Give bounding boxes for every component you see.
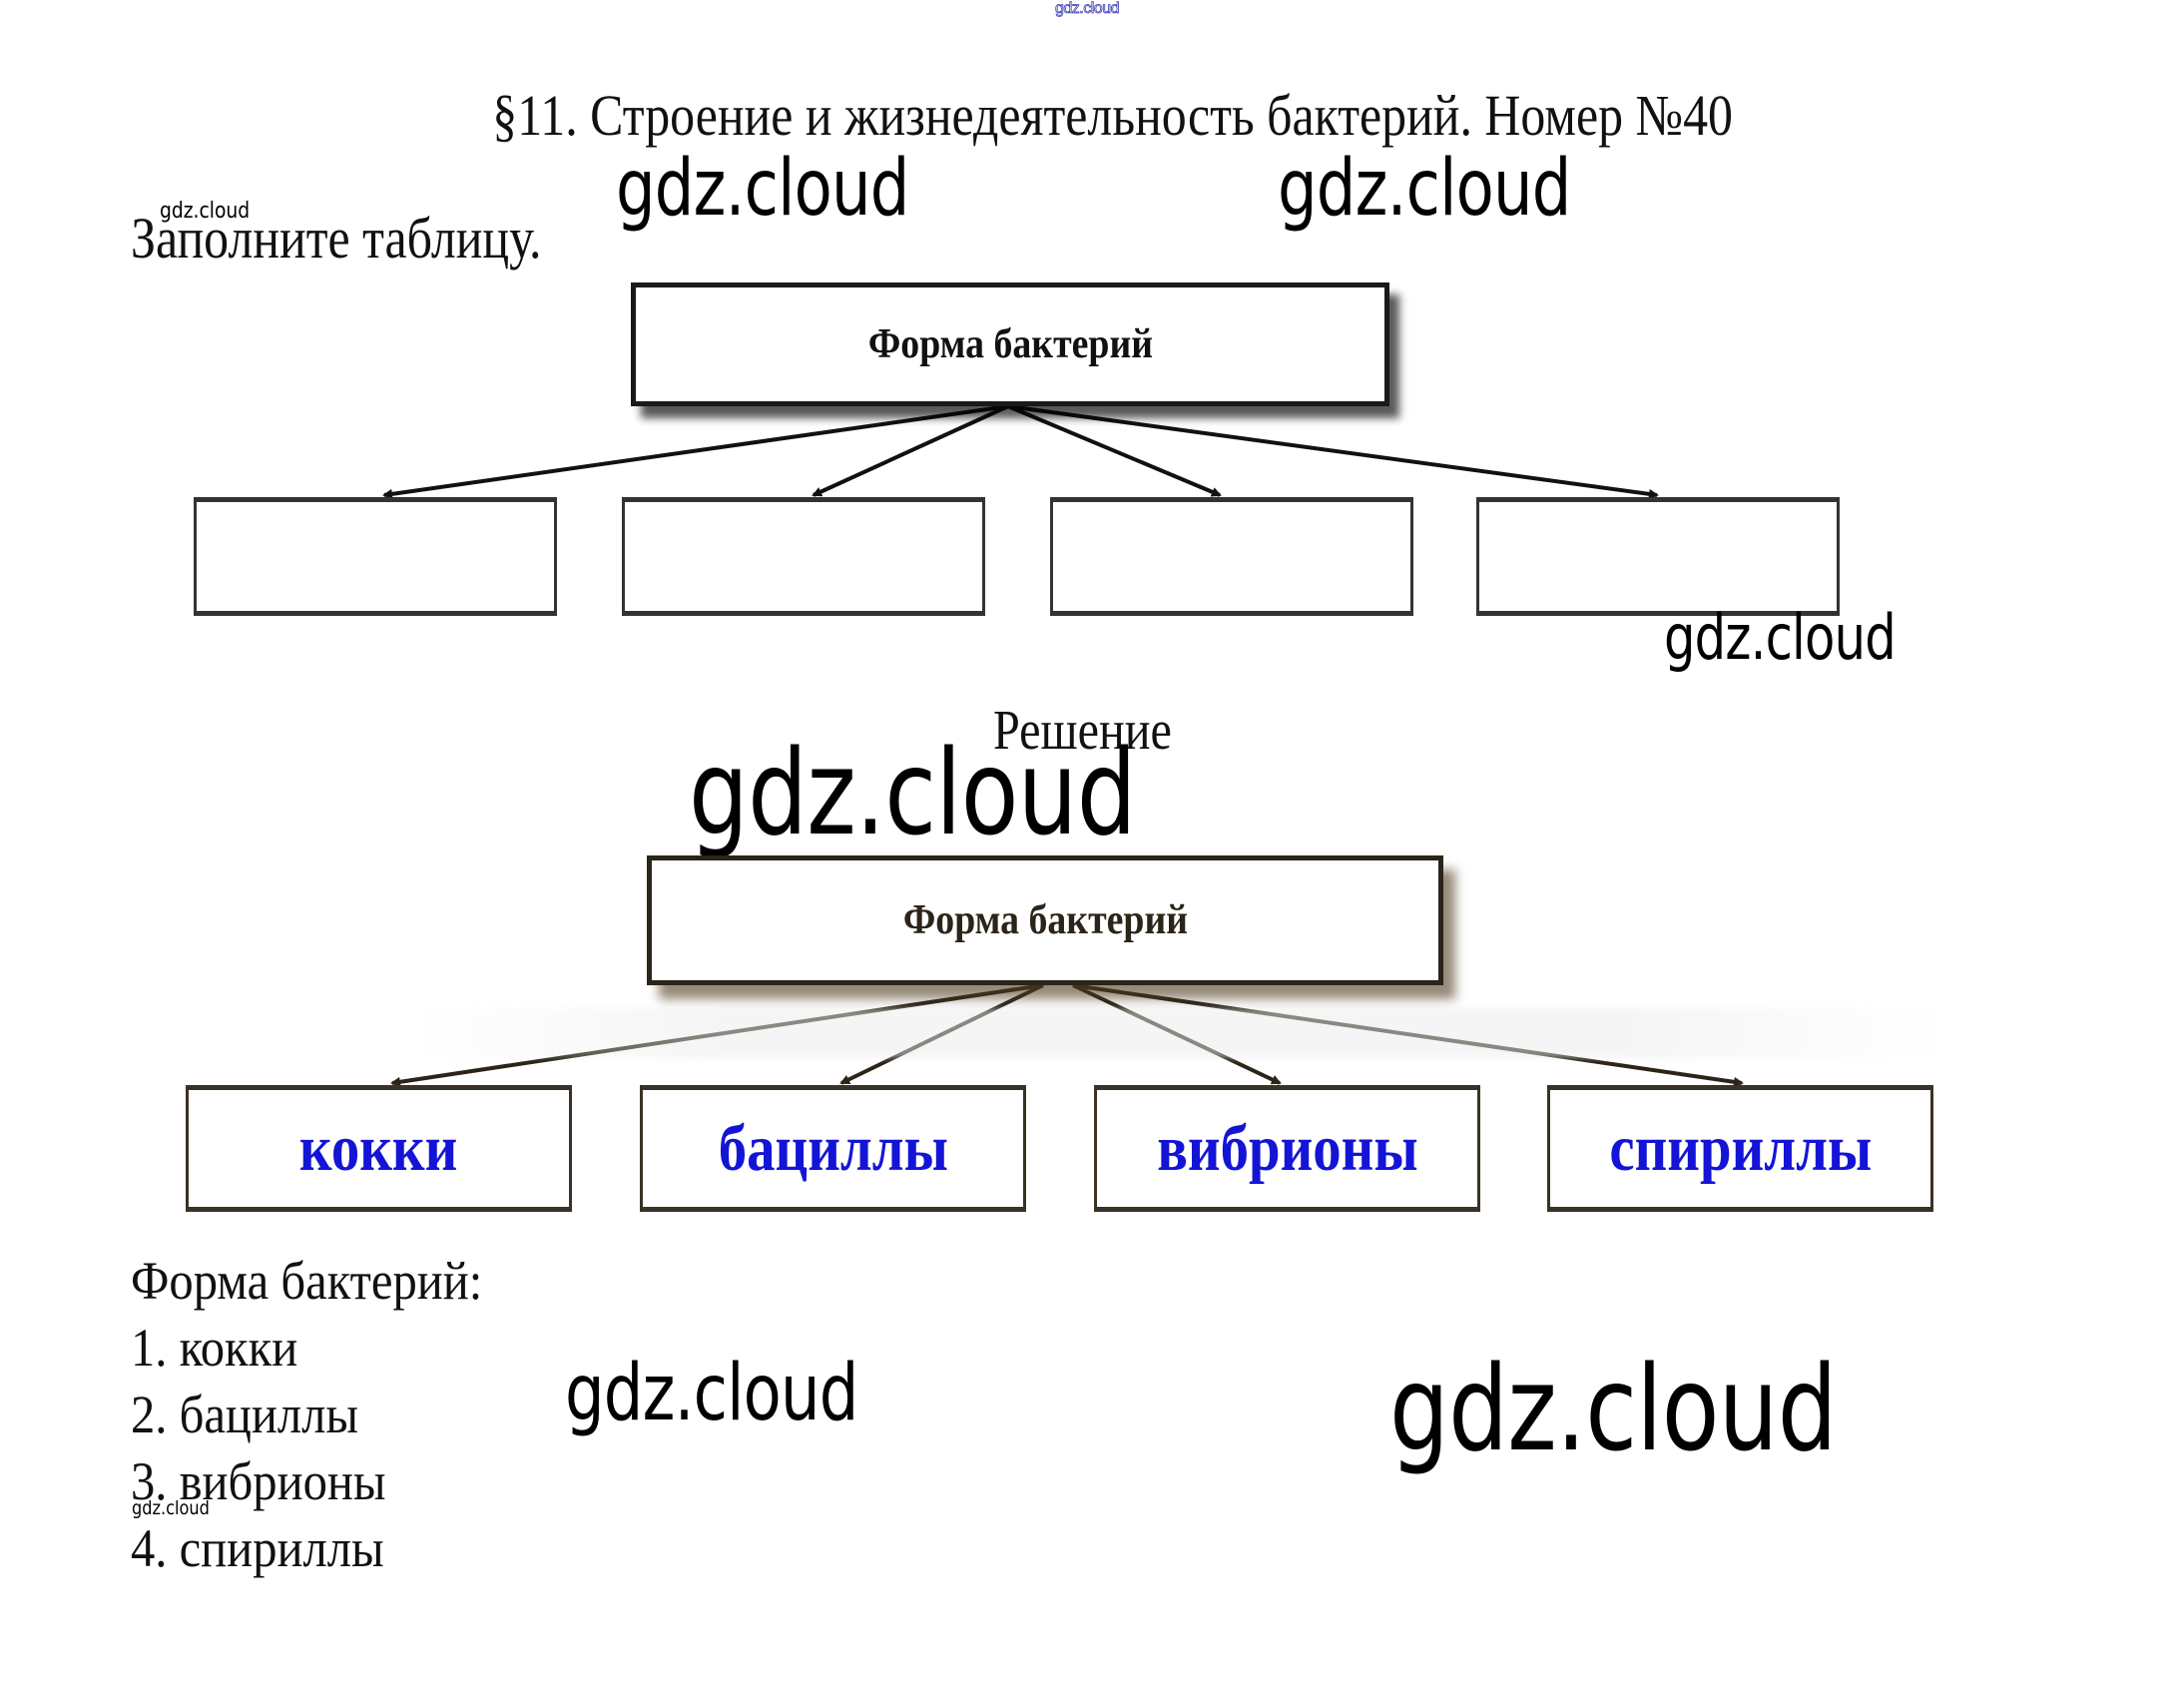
watermark: gdz.cloud — [1664, 601, 1897, 674]
watermark: gdz.cloud — [689, 724, 1137, 861]
answer-label-1: кокки — [299, 1111, 458, 1185]
solution-heading: Решение — [993, 700, 1172, 762]
watermark: gdz.cloud — [616, 144, 909, 234]
solution-diagram-root-label: Форма бактерий — [902, 897, 1188, 943]
answer-box-3: вибрионы — [1094, 1085, 1480, 1212]
page-title: §11. Строение и жизнедеятельность бактер… — [492, 83, 1733, 148]
bleed-through-shadow — [409, 1008, 1936, 1058]
task-diagram-empty-box-3 — [1050, 497, 1413, 616]
task-diagram-root-label: Форма бактерий — [867, 321, 1153, 367]
watermark: gdz.cloud — [1278, 144, 1571, 234]
answer-list-item: 1. кокки — [131, 1318, 298, 1378]
answer-box-1: кокки — [186, 1085, 572, 1212]
arrow-top-4 — [1007, 404, 1659, 499]
answer-list-item: 4. спириллы — [131, 1518, 384, 1578]
answer-list-heading: Форма бактерий: — [131, 1251, 483, 1311]
watermark-small: gdz.cloud — [160, 199, 251, 224]
watermark-small: gdz.cloud — [132, 1497, 210, 1519]
answer-label-2: бациллы — [718, 1111, 948, 1185]
answer-list-item: 2. бациллы — [131, 1385, 359, 1444]
answer-label-4: спириллы — [1609, 1111, 1872, 1185]
answer-label-3: вибрионы — [1156, 1111, 1418, 1185]
watermark-top-tiny: gdz.cloud — [1055, 0, 1120, 17]
task-diagram-empty-box-4 — [1476, 497, 1840, 616]
answer-list-item: 3. вибрионы — [131, 1451, 386, 1511]
answer-box-4: спириллы — [1547, 1085, 1933, 1212]
solution-diagram-root-box: Форма бактерий — [647, 855, 1443, 985]
task-diagram-empty-box-1 — [194, 497, 557, 616]
task-diagram-empty-box-2 — [622, 497, 985, 616]
task-diagram-root-box: Форма бактерий — [631, 282, 1389, 406]
arrow-top-3 — [1007, 404, 1222, 497]
watermark: gdz.cloud — [565, 1349, 858, 1438]
watermark: gdz.cloud — [1389, 1340, 1838, 1477]
arrow-top-1 — [382, 404, 1009, 499]
answer-list: Форма бактерий: 1. кокки 2. бациллы 3. в… — [131, 1248, 482, 1582]
task-prompt: Заполните таблицу. — [131, 206, 542, 271]
arrow-top-2 — [812, 404, 1009, 497]
answer-box-2: бациллы — [640, 1085, 1026, 1212]
